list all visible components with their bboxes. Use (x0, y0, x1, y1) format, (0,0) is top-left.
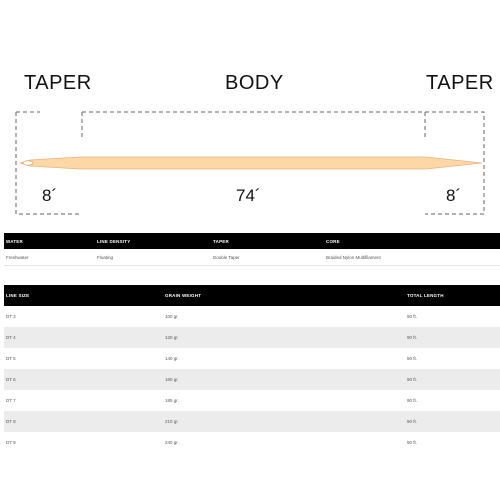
fly-line (18, 156, 483, 170)
total-length: 90 ft. (405, 327, 500, 348)
header-line-size: LINE SIZE (4, 285, 163, 306)
taper-svg (15, 111, 485, 215)
right-taper-label: TAPER (426, 72, 494, 94)
size-header-row: LINE SIZE GRAIN WEIGHT TOTAL LENGTH (4, 285, 500, 306)
line-size: DT 9 (6, 440, 16, 445)
spec-core: Braided Nylon Multifilament (324, 249, 500, 266)
left-taper-bracket (15, 112, 82, 215)
taper-diagram: TAPER BODY TAPER 8´ 74´ 8´ (0, 0, 500, 225)
line-size: DT 6 (4, 369, 163, 390)
spec-table: WATER LINE DENSITY TAPER CORE Freshwater… (4, 233, 500, 266)
grain-weight: 240 gr. (165, 440, 179, 445)
spec-header-row: WATER LINE DENSITY TAPER CORE (4, 233, 500, 249)
left-taper-label: TAPER (24, 72, 92, 94)
spec-taper: Double Taper (211, 249, 324, 266)
grain-weight: 100 gr. (165, 314, 179, 319)
right-taper-length: 8´ (446, 186, 462, 205)
grain-weight: 140 gr. (165, 356, 179, 361)
loop-eye (22, 160, 34, 166)
line-size: DT 3 (6, 314, 16, 319)
total-length: 90 ft. (407, 356, 418, 361)
line-size: DT 7 (6, 398, 16, 403)
table-row: DT 7 185 gr. 90 ft. (4, 390, 500, 411)
grain-weight: 120 gr. (163, 327, 405, 348)
grain-weight: 210 gr. (163, 411, 405, 432)
line-size: DT 4 (4, 327, 163, 348)
total-length: 90 ft. (407, 440, 418, 445)
body-length: 74´ (236, 186, 261, 205)
header-taper: TAPER (211, 233, 324, 249)
header-total-length: TOTAL LENGTH (405, 285, 500, 306)
spec-line-density: Floating (95, 249, 211, 266)
line-size: DT 5 (6, 356, 16, 361)
spec-water: Freshwater (4, 249, 95, 266)
body-label: BODY (225, 72, 284, 94)
table-row: DT 3 100 gr. 90 ft. (4, 306, 500, 327)
grain-weight: 185 gr. (165, 398, 179, 403)
header-core: CORE (324, 233, 500, 249)
total-length: 90 ft. (405, 411, 500, 432)
total-length: 90 ft. (407, 398, 418, 403)
line-size: DT 8 (4, 411, 163, 432)
size-table: LINE SIZE GRAIN WEIGHT TOTAL LENGTH DT 3… (4, 285, 500, 453)
left-taper-length: 8´ (42, 186, 58, 205)
total-length: 90 ft. (405, 369, 500, 390)
grain-weight: 160 gr. (163, 369, 405, 390)
table-row: DT 5 140 gr. 90 ft. (4, 348, 500, 369)
dashed-brackets (15, 111, 485, 215)
right-taper-bracket (425, 111, 485, 215)
table-row: DT 9 240 gr. 90 ft. (4, 432, 500, 453)
header-grain-weight: GRAIN WEIGHT (163, 285, 405, 306)
header-line-density: LINE DENSITY (95, 233, 211, 249)
spec-row: Freshwater Floating Double Taper Braided… (4, 249, 500, 266)
header-water: WATER (4, 233, 95, 249)
total-length: 90 ft. (407, 314, 418, 319)
